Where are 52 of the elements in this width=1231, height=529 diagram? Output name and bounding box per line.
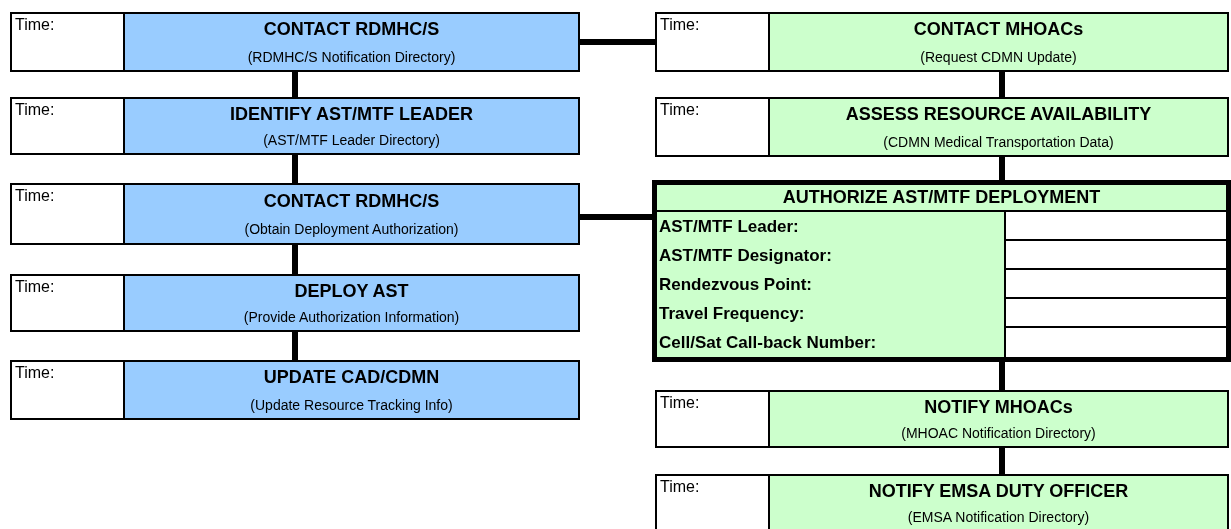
- field-label: Travel Frequency:: [658, 302, 806, 325]
- step-title: DEPLOY AST: [294, 280, 409, 302]
- field-label: AST/MTF Leader:: [658, 215, 800, 238]
- time-label: Time:: [12, 185, 125, 243]
- step-subtitle: (Request CDMN Update): [920, 48, 1077, 65]
- connector-line: [292, 155, 298, 183]
- field-label: Rendezvous Point:: [658, 273, 813, 296]
- step-box: [655, 12, 1229, 72]
- connector-line: [580, 39, 655, 45]
- step-subtitle: (EMSA Notification Directory): [907, 509, 1090, 526]
- connector-line: [580, 214, 652, 220]
- connector-line: [999, 72, 1005, 97]
- connector-line: [292, 72, 298, 97]
- step-box: [655, 474, 1229, 529]
- time-label: Time:: [12, 362, 125, 418]
- authorization-form-box: [652, 180, 1231, 362]
- connector-line: [292, 245, 298, 274]
- time-label: Time:: [12, 99, 125, 153]
- step-title: CONTACT RDMHC/S: [263, 190, 440, 212]
- connector-line: [292, 332, 298, 360]
- time-label: Time:: [12, 276, 125, 330]
- time-label: Time:: [657, 99, 770, 155]
- step-subtitle: (RDMHC/S Notification Directory): [247, 48, 456, 65]
- connector-line: [999, 448, 1005, 474]
- step-box: [10, 274, 580, 332]
- step-subtitle: (Obtain Deployment Authorization): [244, 221, 459, 238]
- step-title: ASSESS RESOURCE AVAILABILITY: [845, 104, 1152, 126]
- step-subtitle: (MHOAC Notification Directory): [901, 425, 1096, 442]
- step-title: IDENTIFY AST/MTF LEADER: [230, 103, 473, 125]
- step-subtitle: (AST/MTF Leader Directory): [263, 132, 440, 149]
- step-box: [655, 97, 1229, 157]
- field-label: AST/MTF Designator:: [658, 244, 833, 267]
- step-title: CONTACT MHOACs: [913, 19, 1084, 41]
- time-label: Time:: [657, 476, 770, 529]
- time-label: Time:: [657, 14, 770, 70]
- step-box: [10, 12, 580, 72]
- field-label: Cell/Sat Call-back Number:: [658, 331, 878, 354]
- time-label: Time:: [657, 392, 770, 446]
- step-title: UPDATE CAD/CDMN: [263, 367, 440, 389]
- step-box: [655, 390, 1229, 448]
- step-box: [10, 360, 580, 420]
- connector-line: [999, 362, 1005, 390]
- step-title: NOTIFY MHOACs: [924, 396, 1073, 418]
- step-subtitle: (CDMN Medical Transportation Data): [883, 133, 1114, 150]
- step-title: CONTACT RDMHC/S: [263, 19, 440, 41]
- step-subtitle: (Update Resource Tracking Info): [250, 396, 453, 413]
- step-box: [10, 97, 580, 155]
- step-subtitle: (Provide Authorization Information): [243, 309, 460, 326]
- time-label: Time:: [12, 14, 125, 70]
- step-title: NOTIFY EMSA DUTY OFFICER: [868, 480, 1129, 502]
- connector-line: [999, 157, 1005, 180]
- step-box: [10, 183, 580, 245]
